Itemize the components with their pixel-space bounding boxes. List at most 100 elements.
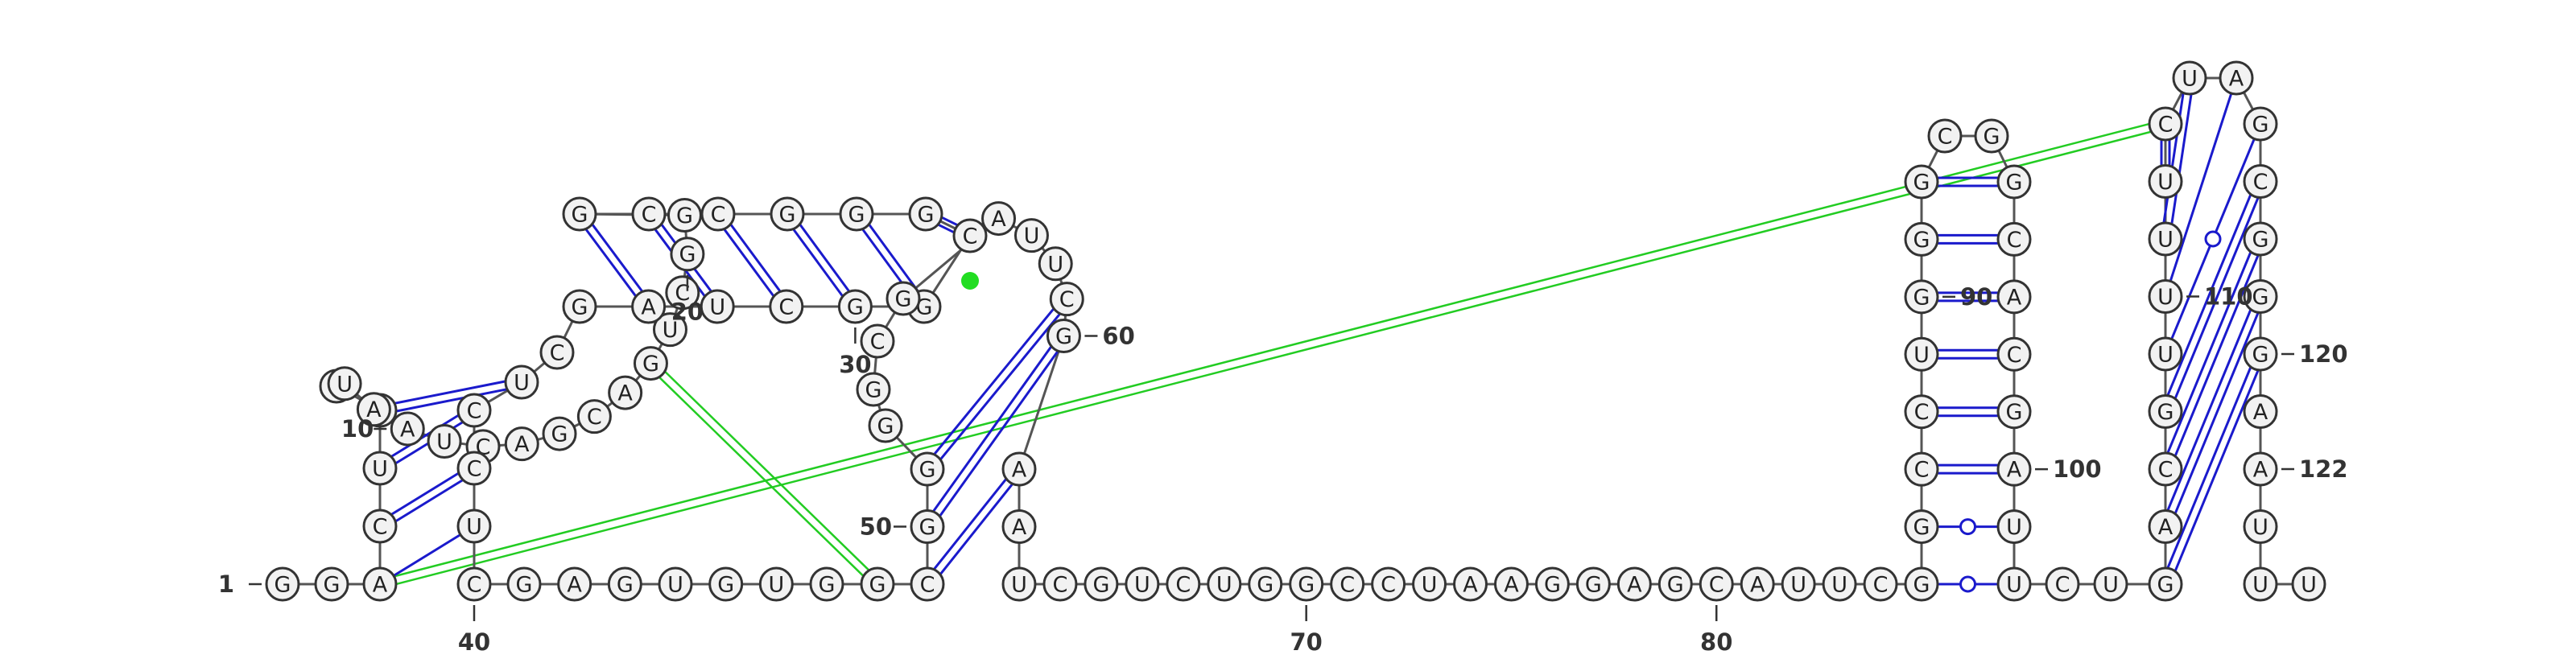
- nucleotide-letter: U: [2182, 67, 2198, 92]
- nucleotide-circle: [456, 393, 492, 428]
- nucleotide-circle: [665, 275, 700, 311]
- nucleotide: C: [860, 323, 895, 359]
- nucleotide: A: [631, 289, 667, 324]
- nucleotide-circle: [910, 566, 945, 602]
- nucleotide: G: [1996, 164, 2032, 200]
- nucleotide-circle: [868, 408, 903, 443]
- nucleotide-letter: U: [2157, 170, 2174, 195]
- nucleotide: A: [356, 392, 391, 427]
- nucleotide: G: [1996, 394, 2032, 430]
- nucleotide-circle: [1904, 394, 1939, 430]
- nucleotide-circle: [2243, 164, 2278, 199]
- nucleotide: G: [856, 372, 891, 407]
- nucleotide-circle: [2243, 221, 2278, 257]
- nucleotide-circle: [1289, 566, 1324, 602]
- nucleotide-letter: C: [1914, 458, 1930, 483]
- nucleotide: A: [557, 566, 592, 602]
- nucleotide-letter: A: [2158, 515, 2174, 540]
- nucleotide-circle: [1904, 509, 1939, 545]
- nucleotide-letter: U: [663, 318, 679, 343]
- base-pair-line: [2166, 194, 2252, 396]
- nucleotide-circle: [2243, 394, 2278, 429]
- nucleotide-letter: G: [1055, 324, 1072, 349]
- nucleotide-letter: A: [1012, 515, 1027, 540]
- nucleotide: U: [2172, 60, 2207, 96]
- nucleotide-letter: U: [1047, 252, 1063, 277]
- nucleotide-circle: [1616, 566, 1652, 602]
- base-pair-line: [792, 229, 844, 297]
- nucleotide-letter: U: [1024, 224, 1040, 249]
- position-label: 90: [1960, 283, 1992, 311]
- nucleotide: A: [390, 411, 425, 447]
- nucleotide-letter: C: [2055, 573, 2070, 598]
- position-label: 50: [860, 513, 892, 541]
- nucleotide-letter: C: [467, 573, 482, 598]
- nucleotide-circle: [356, 392, 391, 427]
- nucleotide-circle: [1996, 279, 2032, 315]
- nucleotide: U: [2093, 566, 2128, 602]
- base-pair-line: [2169, 93, 2233, 282]
- nucleotide: G: [1046, 319, 1081, 354]
- nucleotide: U: [758, 566, 794, 602]
- nucleotide: C: [456, 451, 492, 486]
- nucleotide-circle: [1049, 282, 1084, 317]
- nucleotide: G: [868, 408, 903, 443]
- nucleotide: C: [1863, 566, 1898, 602]
- nucleotide-circle: [1207, 566, 1242, 602]
- nucleotide-letter: C: [1175, 573, 1191, 598]
- nucleotide: G: [2243, 336, 2278, 372]
- nucleotide: C: [2148, 451, 2183, 487]
- nucleotide-circle: [1996, 164, 2032, 200]
- nucleotide-circle: [2243, 566, 2278, 602]
- nucleotide: G: [1534, 566, 1570, 602]
- nucleotide-circle: [1904, 566, 1939, 602]
- nucleotide-letter: C: [2158, 113, 2174, 138]
- nucleotide-letter: G: [1913, 515, 1930, 540]
- nucleotide-letter: U: [1913, 343, 1930, 368]
- nucleotide: A: [2148, 509, 2183, 544]
- nucleotide: C: [1904, 451, 1939, 487]
- nucleotide: U: [1125, 566, 1160, 602]
- nucleotide-circle: [700, 289, 735, 324]
- nucleotide-circle: [910, 451, 945, 487]
- nucleotide-circle: [2243, 106, 2278, 142]
- nucleotide: U: [327, 366, 362, 402]
- nucleotide: G: [2148, 394, 2183, 429]
- nucleotide-letter: G: [324, 573, 341, 598]
- nucleotide-letter: G: [679, 242, 696, 267]
- nucleotide-letter: G: [572, 203, 588, 228]
- nucleotide: C: [1166, 566, 1201, 602]
- nucleotide-letter: G: [676, 204, 693, 229]
- position-label: 30: [839, 351, 871, 378]
- nucleotide-circle: [2291, 566, 2326, 602]
- nucleotide-circle: [631, 196, 667, 232]
- nucleotide-circle: [2045, 566, 2080, 602]
- nucleotide-letter: G: [919, 458, 936, 483]
- nucleotide: C: [1371, 566, 1406, 602]
- nucleotide-circle: [456, 451, 492, 486]
- base-pair-line: [393, 533, 461, 577]
- base-pair-line: [933, 307, 1055, 455]
- nucleotide-letter: C: [467, 457, 482, 482]
- nucleotide-letter: C: [2158, 458, 2174, 483]
- nucleotide-circle: [1974, 118, 2009, 154]
- nucleotide-letter: C: [373, 515, 388, 540]
- nucleotide-circle: [562, 196, 597, 232]
- nucleotide: U: [2148, 164, 2183, 199]
- nucleotide-circle: [504, 364, 539, 400]
- nucleotide: G: [633, 346, 668, 381]
- nucleotide-letter: U: [2301, 573, 2317, 598]
- nucleotide-letter: G: [2006, 171, 2023, 196]
- nucleotide-circle: [2148, 106, 2183, 142]
- nucleotide-letter: G: [819, 573, 836, 598]
- nucleotide: G: [1248, 566, 1283, 602]
- nucleotide: G: [910, 451, 945, 487]
- nucleotide-letter: A: [400, 417, 415, 442]
- base-pair-line: [2170, 94, 2193, 224]
- nucleotide: A: [2243, 451, 2278, 487]
- nucleotide-letter: G: [1984, 125, 2000, 150]
- nucleotide-letter: C: [1053, 573, 1068, 598]
- base-pair-line: [2166, 252, 2252, 454]
- nucleotide: A: [504, 426, 539, 462]
